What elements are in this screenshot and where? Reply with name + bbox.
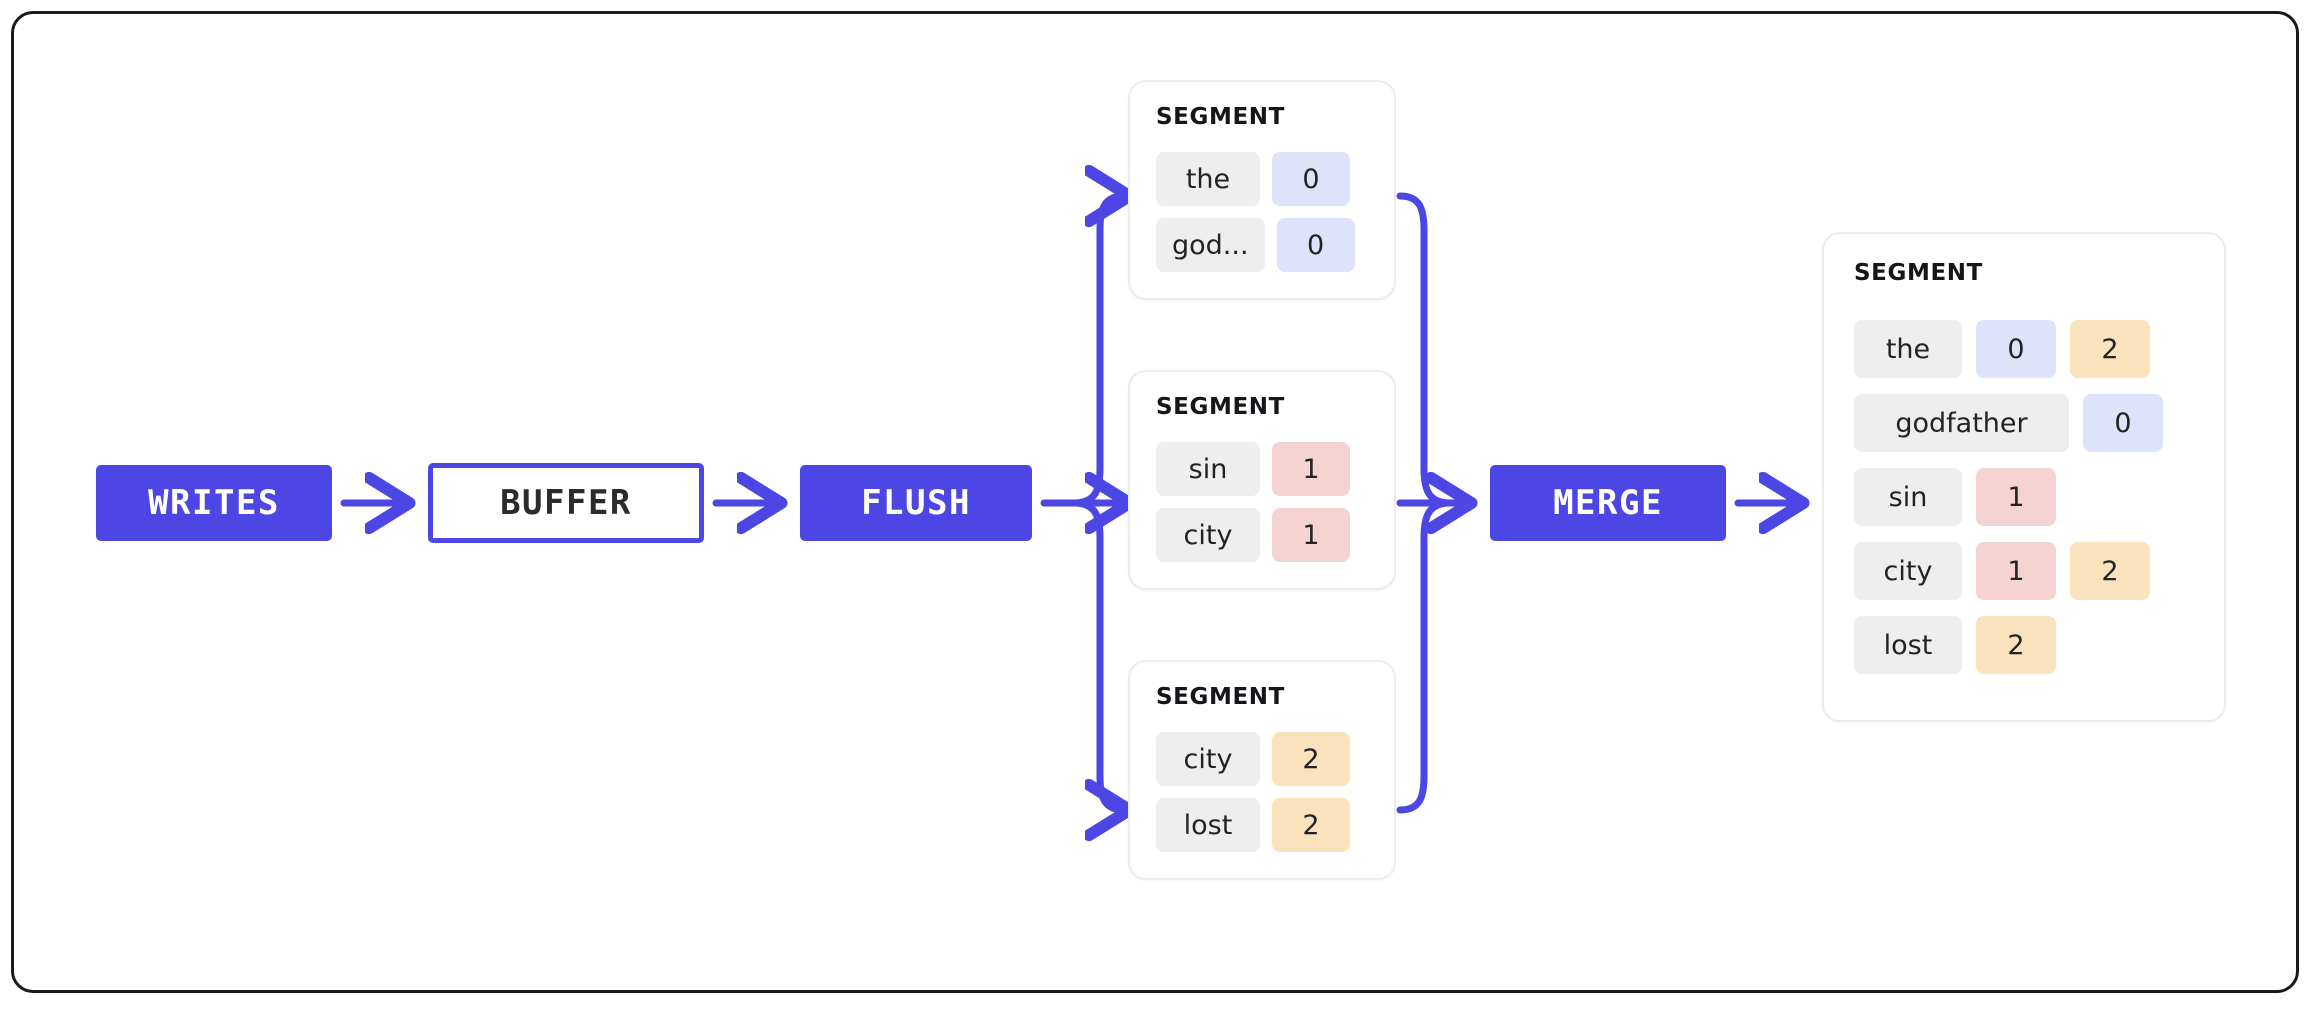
segment-value-chip: 2 bbox=[1976, 616, 2056, 674]
segment-value-chip: 0 bbox=[1276, 218, 1355, 272]
buffer-box[interactable]: BUFFER bbox=[428, 463, 704, 543]
segment-key-chip: lost bbox=[1854, 616, 1962, 674]
segment-value-chip: 1 bbox=[1272, 442, 1350, 496]
segment-key-chip: lost bbox=[1156, 798, 1260, 852]
fanout-branch-top bbox=[1070, 196, 1124, 507]
flush-box[interactable]: FLUSH bbox=[800, 465, 1032, 541]
segment-key-chip: city bbox=[1156, 732, 1260, 786]
segment-key-chip: sin bbox=[1156, 442, 1260, 496]
segment-title: SEGMENT bbox=[1156, 394, 1285, 420]
segment-value-chip: 0 bbox=[1976, 320, 2056, 378]
segment-key-chip: godfather bbox=[1854, 394, 2069, 452]
segment-value-chip: 2 bbox=[1272, 798, 1350, 852]
segment-key-chip: the bbox=[1156, 152, 1260, 206]
segment-value-chip: 2 bbox=[2070, 320, 2150, 378]
merge-label: MERGE bbox=[1553, 483, 1663, 523]
segment-row: god...0 bbox=[1156, 218, 1368, 272]
fanin-branch-bottom bbox=[1396, 499, 1454, 814]
segment-key-chip: city bbox=[1156, 508, 1260, 562]
segment-value-chip: 1 bbox=[1976, 468, 2056, 526]
segment-value-chip: 0 bbox=[2083, 394, 2163, 452]
merged-segment-title: SEGMENT bbox=[1854, 260, 1983, 286]
flush-label: FLUSH bbox=[861, 483, 971, 523]
segment-value-chip: 0 bbox=[1272, 152, 1350, 206]
segment-value-chip: 1 bbox=[1976, 542, 2056, 600]
segment-key-chip: city bbox=[1854, 542, 1962, 600]
writes-box[interactable]: WRITES bbox=[96, 465, 332, 541]
segment-value-chip: 1 bbox=[1272, 508, 1350, 562]
segment-key-chip: sin bbox=[1854, 468, 1962, 526]
segment-value-chip: 2 bbox=[2070, 542, 2150, 600]
writes-label: WRITES bbox=[148, 483, 280, 523]
segment-key-chip: god... bbox=[1156, 218, 1265, 272]
segment-title: SEGMENT bbox=[1156, 104, 1285, 130]
fanout-branch-bottom bbox=[1070, 499, 1124, 810]
segment-title: SEGMENT bbox=[1156, 684, 1285, 710]
fanin-branch-top bbox=[1396, 192, 1454, 507]
segment-value-chip: 2 bbox=[1272, 732, 1350, 786]
buffer-label: BUFFER bbox=[500, 483, 632, 523]
segment-key-chip: the bbox=[1854, 320, 1962, 378]
merge-box[interactable]: MERGE bbox=[1490, 465, 1726, 541]
